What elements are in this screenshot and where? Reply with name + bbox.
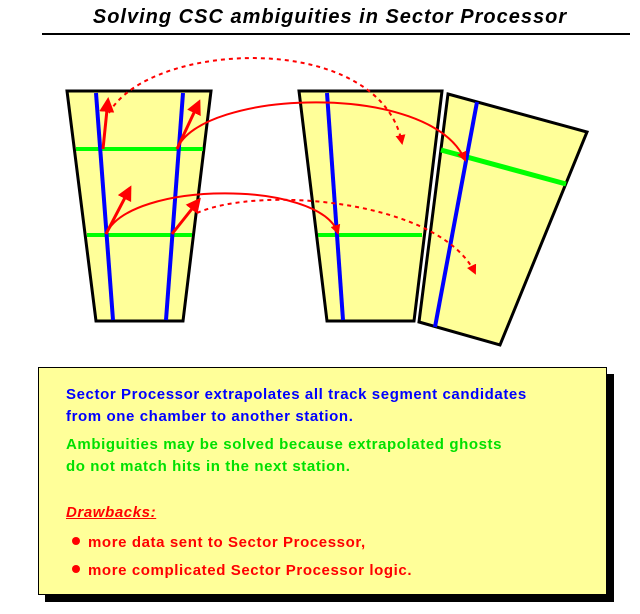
bullet-icon — [72, 537, 80, 545]
extrapolations — [105, 57, 477, 275]
drawback-item: more complicated Sector Processor logic. — [72, 562, 412, 579]
bullet-icon — [72, 565, 80, 573]
text-line: from one chamber to another station. — [66, 408, 354, 425]
extrapolation-ghost — [108, 57, 406, 145]
vector-arrow — [99, 97, 115, 150]
vector-arrow — [170, 197, 201, 235]
drawback-text: more complicated Sector Processor logic. — [88, 562, 413, 579]
track-segment — [433, 101, 479, 328]
explanation-box: Sector Processor extrapolates all track … — [38, 367, 607, 595]
drawback-item: more data sent to Sector Processor, — [72, 534, 366, 551]
text-line: do not match hits in the next station. — [66, 458, 351, 475]
drawback-text: more data sent to Sector Processor, — [88, 534, 366, 551]
drawbacks-heading: Drawbacks: — [66, 504, 157, 521]
chamber-middle — [297, 89, 444, 323]
track-segment — [164, 92, 185, 321]
text-line: Ambiguities may be solved because extrap… — [66, 436, 503, 453]
text-line: Sector Processor extrapolates all track … — [66, 386, 527, 403]
track-segment — [325, 92, 345, 321]
extrapolation-true — [105, 192, 341, 235]
chamber-diagram — [65, 57, 590, 347]
title-underline — [42, 33, 630, 35]
track-segment — [94, 92, 115, 321]
slide-title: Solving CSC ambiguities in Sector Proces… — [92, 6, 568, 28]
extrapolation-true — [176, 101, 467, 162]
chamber-right — [417, 92, 590, 347]
